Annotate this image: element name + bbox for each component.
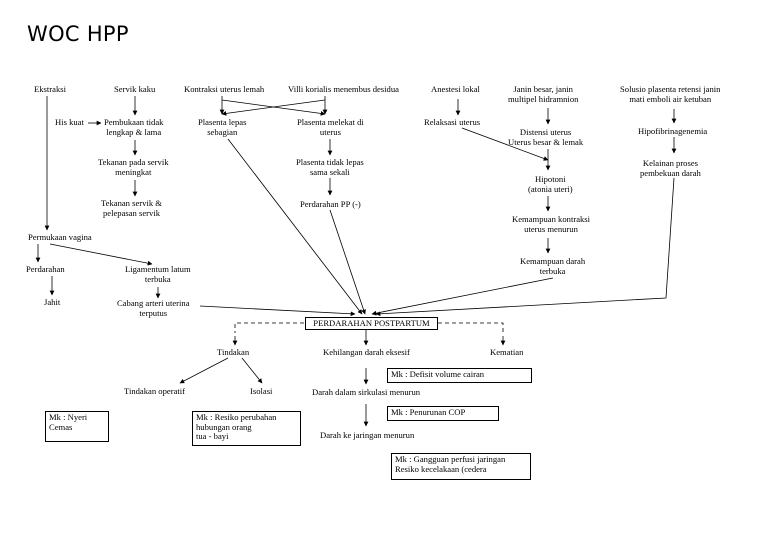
node-plasenta-lepas-sebagian: Plasenta lepas sebagian [198, 117, 247, 137]
node-servik-kaku: Servik kaku [114, 84, 156, 94]
node-villi-korialis: Villi korialis menembus desidua [288, 84, 399, 94]
box-mk-penurunan-cop: Mk : Penurunan COP [387, 406, 499, 421]
node-perdarahan-pp: Perdarahan PP (-) [300, 199, 361, 209]
box-mk-defisit-volume-cairan: Mk : Defisit volume cairan [387, 368, 532, 383]
node-kemampuan-kontraksi-menurun: Kemampuan kontraksi uterus menurun [512, 214, 591, 234]
node-kelainan-pembekuan: Kelainan proses pembekuan darah [640, 158, 701, 178]
node-hipotoni: Hipotoni (atonia uteri) [528, 174, 573, 194]
node-ekstraksi: Ekstraksi [34, 84, 66, 94]
page-title: WOC HPP [27, 22, 129, 46]
node-permukaan-vagina: Permukaan vagina [28, 232, 92, 242]
box-mk-gangguan-perfusi: Mk : Gangguan perfusi jaringan Resiko ke… [391, 453, 531, 480]
node-jahit: Jahit [44, 297, 61, 307]
node-tekanan-servik-meningkat: Tekanan pada servik meningkat [98, 157, 169, 177]
node-kehilangan-darah-eksesif: Kehilangan darah eksesif [323, 347, 410, 357]
node-tekanan-pelepasan-servik: Tekanan servik & pelepasan servik [101, 198, 162, 218]
node-isolasi: Isolasi [250, 386, 273, 396]
node-tindakan: Tindakan [217, 347, 250, 357]
node-hipofibrinagenemia: Hipofibrinagenemia [638, 126, 708, 136]
node-darah-ke-jaringan: Darah ke jaringan menurun [320, 430, 415, 440]
box-perdarahan-postpartum: PERDARAHAN POSTPARTUM [305, 317, 438, 330]
node-kontraksi-uterus-lemah: Kontraksi uterus lemah [184, 84, 265, 94]
node-ligamentum-latum: Ligamentum latum terbuka [125, 264, 191, 284]
node-his-kuat: His kuat [55, 117, 84, 127]
node-plasenta-tidak-lepas: Plasenta tidak lepas sama sekali [296, 157, 364, 177]
node-solusio-plasenta: Solusio plasenta retensi janin mati embo… [620, 84, 721, 104]
box-mk-nyeri-cemas: Mk : Nyeri Cemas [45, 411, 109, 442]
node-anestesi-lokal: Anestesi lokal [431, 84, 480, 94]
node-perdarahan: Perdarahan [26, 264, 65, 274]
box-mk-resiko-perubahan: Mk : Resiko perubahan hubungan orang tua… [192, 411, 301, 446]
node-kematian: Kematian [490, 347, 524, 357]
node-distensi-uterus: Distensi uterus Uterus besar & lemak [508, 127, 584, 147]
node-darah-dalam-sirkulasi: Darah dalam sirkulasi menurun [312, 387, 421, 397]
node-relaksasi-uterus: Relaksasi uterus [424, 117, 481, 127]
node-janin-besar: Janin besar, janin multipel hidramnion [508, 84, 579, 104]
node-plasenta-melekat: Plasenta melekat di uterus [297, 117, 364, 137]
node-pembukaan-tidak-lengkap: Pembukaan tidak lengkap & lama [104, 117, 164, 137]
node-tindakan-operatif: Tindakan operatif [124, 386, 186, 396]
node-cabang-arteri-uterina: Cabang arteri uterina terputus [117, 298, 190, 318]
node-kemampuan-darah-terbuka: Kemampuan darah terbuka [520, 256, 586, 276]
